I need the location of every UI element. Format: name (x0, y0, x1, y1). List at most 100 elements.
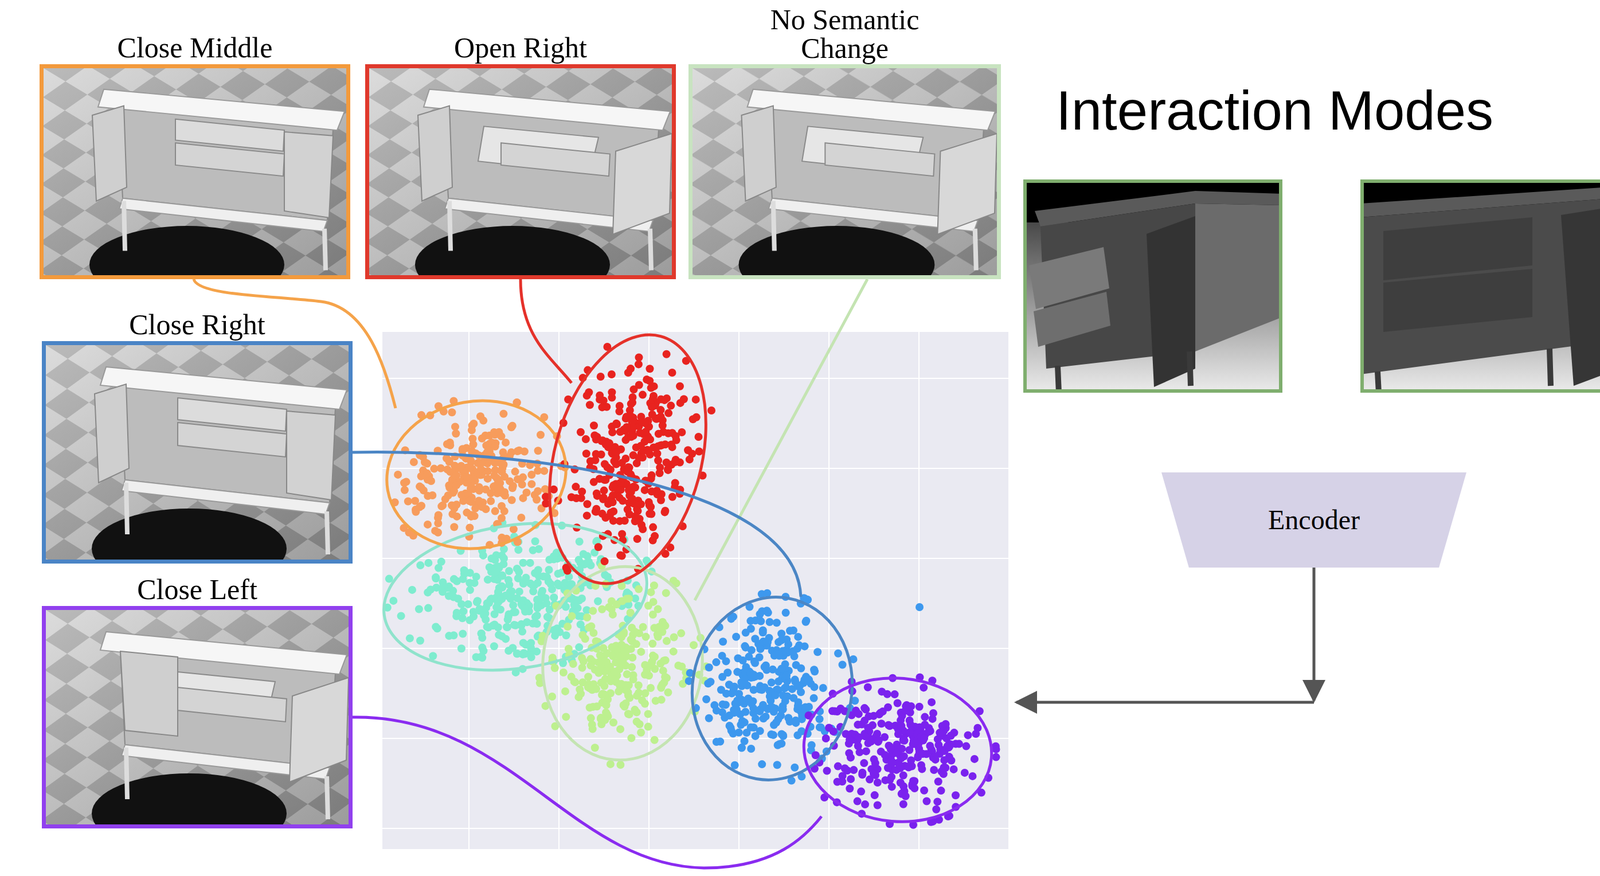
scatter-point (450, 574, 459, 584)
scatter-point (579, 550, 588, 559)
scatter-point (483, 622, 492, 631)
scatter-point (877, 719, 886, 728)
scatter-point (881, 750, 890, 760)
scatter-point (751, 732, 760, 741)
scatter-point (737, 744, 746, 753)
scatter-point (712, 658, 721, 667)
scatter-point (662, 636, 671, 645)
scatter-point (668, 368, 677, 377)
scatter-point (543, 612, 552, 621)
scatter-point (718, 673, 727, 682)
scatter-point (494, 630, 503, 639)
scatter-point (599, 644, 608, 653)
scatter-point (616, 760, 625, 769)
scatter-point (476, 652, 485, 661)
scatter-point (823, 767, 832, 776)
scatter-point (514, 545, 523, 554)
scatter-point (695, 447, 704, 456)
cabinet-leg (975, 228, 977, 271)
scatter-point (677, 629, 686, 638)
scatter-point (741, 707, 750, 717)
scatter-point (393, 470, 402, 479)
scatter-point (449, 631, 458, 640)
scatter-point (528, 619, 537, 628)
scatter-point (626, 364, 635, 373)
cluster-ellipse (797, 670, 999, 830)
scatter-point (782, 635, 791, 644)
scatter-point (536, 431, 545, 440)
depth-ground (1023, 179, 1283, 393)
cabinet-leg (1549, 348, 1551, 386)
open-door (612, 133, 672, 235)
scatter-point (527, 479, 536, 488)
open-door (1146, 216, 1196, 387)
image-frame (1362, 181, 1600, 391)
scatter-point (802, 616, 811, 625)
scatter-point (596, 651, 605, 660)
scatter-point (587, 714, 596, 723)
scatter-point (415, 482, 424, 491)
scatter-point (541, 484, 550, 494)
scatter-point (854, 741, 863, 750)
cabinet-leg (650, 228, 652, 271)
scatter-point (811, 750, 820, 760)
scatter-point (917, 749, 926, 758)
scatter-point (582, 449, 591, 458)
scatter-point (691, 395, 700, 404)
scatter-point (608, 428, 617, 437)
scatter-point (575, 537, 584, 546)
scatter-point (915, 603, 924, 612)
depth-image (1360, 179, 1600, 393)
flow-arrow (1312, 567, 1316, 701)
scatter-point (759, 628, 768, 637)
depth-ground (1360, 179, 1600, 393)
scatter-point (756, 617, 765, 626)
scatter-point (431, 573, 440, 582)
scatter-point (663, 465, 672, 474)
open-door (741, 106, 776, 202)
scatter-point (632, 640, 641, 649)
scatter-point (746, 744, 755, 753)
scatter-point (905, 716, 914, 725)
render-image (45, 609, 349, 825)
scatter-point (733, 667, 742, 676)
scatter-point (585, 683, 594, 692)
scatter-point (838, 660, 847, 670)
scatter-point (900, 752, 909, 761)
encoder-block: Encoder (1161, 472, 1467, 568)
scatter-point (409, 458, 418, 467)
scatter-point (554, 581, 563, 590)
scatter-point (705, 714, 714, 723)
scatter-point (457, 462, 466, 471)
scatter-point (736, 720, 745, 729)
scatter-point (671, 432, 680, 441)
scatter-point (793, 632, 803, 641)
scatter-point (658, 421, 667, 430)
scatter-point (519, 578, 528, 587)
scatter-point (588, 725, 597, 734)
scatter-point (608, 610, 617, 619)
grid-line (558, 331, 560, 850)
scatter-point (529, 587, 538, 596)
scatter-point (640, 486, 649, 495)
scatter-point (920, 713, 929, 722)
scatter-point (465, 497, 474, 506)
scatter-point (774, 677, 783, 686)
scatter-point (481, 485, 490, 494)
scatter-point (885, 776, 894, 785)
scatter-point (660, 396, 669, 405)
scatter-point (871, 759, 880, 768)
scatter-point (505, 476, 514, 485)
scatter-point (742, 681, 751, 690)
scatter-point (594, 658, 603, 667)
scatter-point (940, 756, 949, 765)
scatter-point (411, 497, 420, 506)
scatter-point (660, 507, 670, 516)
scatter-point (869, 712, 878, 721)
scatter-point (638, 390, 647, 399)
scatter-point (561, 687, 570, 696)
scatter-point (538, 587, 547, 596)
scatter-point (961, 742, 970, 751)
scatter-point (846, 775, 855, 784)
